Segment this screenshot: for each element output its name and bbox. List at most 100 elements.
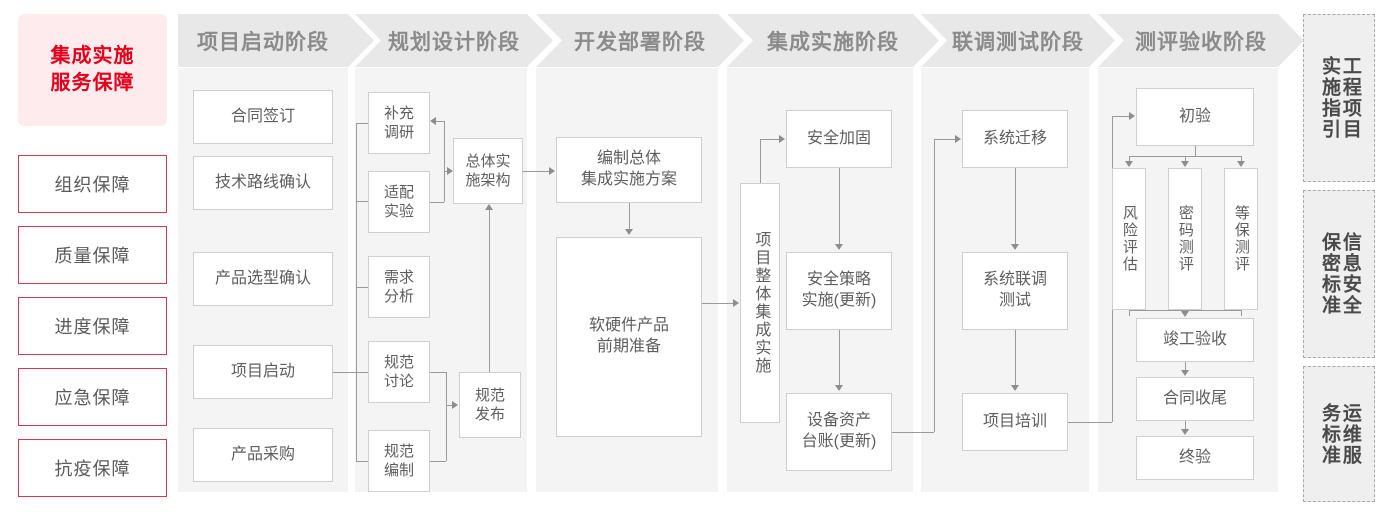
node-completion-acceptance[interactable]: 竣工验收 bbox=[1136, 318, 1254, 362]
node-hw-sw-preparation[interactable]: 软硬件产品 前期准备 bbox=[556, 237, 702, 437]
arrowhead-completion bbox=[1181, 311, 1189, 317]
standard-om-service[interactable]: 运维服务标准 bbox=[1303, 366, 1375, 502]
node-system-joint-test[interactable]: 系统联调 测试 bbox=[962, 252, 1068, 330]
phase-header-label: 规划设计阶段 bbox=[388, 30, 520, 54]
arrowhead-prep bbox=[625, 229, 633, 235]
node-label: 设备资产 台账(更新) bbox=[801, 412, 877, 450]
connector-closeout-to-final bbox=[1185, 421, 1186, 430]
connector-to-initial-acceptance bbox=[1112, 116, 1130, 117]
node-final-acceptance[interactable]: 终验 bbox=[1136, 436, 1254, 480]
node-label: 初验 bbox=[1178, 107, 1211, 125]
connector-risk-down bbox=[1129, 310, 1130, 316]
node-requirement-analysis[interactable]: 需求 分析 bbox=[368, 256, 430, 318]
node-label: 项目整体集成实施 bbox=[752, 231, 770, 375]
node-label: 项目培训 bbox=[982, 412, 1047, 430]
connector-initial-down bbox=[1195, 146, 1196, 156]
phase-header-joint[interactable]: 联调测试阶段 bbox=[921, 14, 1115, 67]
node-label: 安全加固 bbox=[806, 129, 871, 147]
node-adaptation-experiment[interactable]: 适配 实验 bbox=[368, 171, 430, 233]
node-mlps-evaluation[interactable]: 等保测评 bbox=[1224, 168, 1258, 310]
standard-information-security[interactable]: 信息安全保密标准 bbox=[1303, 190, 1375, 358]
node-project-kickoff[interactable]: 项目启动 bbox=[193, 345, 333, 399]
node-label: 规范 发布 bbox=[474, 386, 505, 424]
arrowhead-initial-acceptance bbox=[1129, 112, 1135, 120]
node-asset-ledger-update[interactable]: 设备资产 台账(更新) bbox=[786, 393, 892, 471]
arrowhead-ledger bbox=[835, 385, 843, 391]
connector-to-migration bbox=[934, 139, 956, 140]
node-label: 总体实 施架构 bbox=[465, 152, 511, 190]
sidebar-title-text: 集成实施服务保障 bbox=[50, 45, 135, 94]
node-label: 规范 编制 bbox=[383, 442, 414, 480]
phase-header-integrate[interactable]: 集成实施阶段 bbox=[727, 14, 939, 67]
connector-plan-to-prep bbox=[629, 203, 630, 229]
node-system-migration[interactable]: 系统迁移 bbox=[962, 110, 1068, 168]
phase-header-develop[interactable]: 开发部署阶段 bbox=[536, 14, 744, 67]
node-label: 竣工验收 bbox=[1162, 330, 1227, 348]
sidebar-item-emergency[interactable]: 应急保障 bbox=[18, 368, 167, 426]
node-overall-implementation-architecture[interactable]: 总体实 施架构 bbox=[453, 138, 523, 204]
sidebar-item-schedule[interactable]: 进度保障 bbox=[18, 297, 167, 355]
arrowhead-crypto bbox=[1181, 161, 1189, 167]
node-project-training[interactable]: 项目培训 bbox=[962, 393, 1068, 451]
connector-migration-to-test bbox=[1015, 168, 1016, 244]
node-cryptography-evaluation[interactable]: 密码测评 bbox=[1168, 168, 1202, 310]
standard-engineering-guide[interactable]: 工程项目实施指引 bbox=[1303, 14, 1375, 182]
node-overall-project-integration[interactable]: 项目整体集成实施 bbox=[740, 183, 780, 423]
connector-join-vertical-bottom bbox=[446, 372, 447, 461]
arrowhead-arch-up bbox=[485, 204, 493, 210]
node-security-policy-implementation[interactable]: 安全策略 实施(更新) bbox=[786, 252, 892, 330]
node-risk-assessment[interactable]: 风险评估 bbox=[1112, 168, 1146, 310]
connector-arch-to-plan bbox=[523, 171, 550, 172]
connector-bus-to-spec-draft bbox=[356, 461, 374, 462]
node-label: 风险评估 bbox=[1120, 205, 1138, 273]
connector-ledger-up bbox=[934, 139, 935, 432]
connector-bus-to-spec-discuss bbox=[356, 372, 374, 373]
node-label: 规范 讨论 bbox=[383, 353, 414, 391]
node-initial-acceptance[interactable]: 初验 bbox=[1136, 88, 1254, 146]
node-label: 需求 分析 bbox=[383, 268, 414, 306]
node-security-hardening[interactable]: 安全加固 bbox=[786, 110, 892, 168]
connector-kickoff-out bbox=[333, 372, 356, 373]
node-label: 终验 bbox=[1178, 448, 1211, 466]
node-label: 安全策略 实施(更新) bbox=[801, 271, 877, 309]
sidebar-item-label: 质量保障 bbox=[54, 246, 131, 266]
node-tech-route-confirm[interactable]: 技术路线确认 bbox=[193, 156, 333, 210]
node-spec-release[interactable]: 规范 发布 bbox=[459, 372, 521, 438]
node-label: 软硬件产品 前期准备 bbox=[588, 317, 669, 355]
node-product-selection-confirm[interactable]: 产品选型确认 bbox=[193, 252, 333, 306]
arrowhead-plan bbox=[549, 167, 555, 175]
node-product-procurement[interactable]: 产品采购 bbox=[193, 428, 333, 482]
connector-spec-draft-right bbox=[430, 461, 446, 462]
connector-spec-discuss-right bbox=[430, 372, 446, 373]
arrowhead-training bbox=[1011, 385, 1019, 391]
node-overall-integration-plan[interactable]: 编制总体 集成实施方案 bbox=[556, 137, 702, 203]
phase-header-acceptance[interactable]: 测评验收阶段 bbox=[1098, 14, 1304, 67]
node-spec-discussion[interactable]: 规范 讨论 bbox=[368, 341, 430, 403]
node-spec-drafting[interactable]: 规范 编制 bbox=[368, 430, 430, 492]
connector-integration-up bbox=[760, 139, 761, 184]
arrowhead-mlps bbox=[1237, 161, 1245, 167]
sidebar-item-label: 抗疫保障 bbox=[54, 459, 131, 479]
connector-ledger-right bbox=[892, 432, 934, 433]
arrowhead-risk bbox=[1125, 161, 1133, 167]
node-label: 产品选型确认 bbox=[214, 269, 311, 287]
connector-join-to-arch bbox=[444, 171, 448, 172]
node-label: 项目启动 bbox=[230, 362, 295, 380]
node-contract-closeout[interactable]: 合同收尾 bbox=[1136, 377, 1254, 421]
connector-hardening-to-policy bbox=[839, 168, 840, 244]
connector-test-to-training bbox=[1015, 330, 1016, 385]
phase-header-startup[interactable]: 项目启动阶段 bbox=[178, 14, 374, 67]
sidebar-item-label: 进度保障 bbox=[54, 317, 131, 337]
sidebar-item-organization[interactable]: 组织保障 bbox=[18, 155, 167, 213]
node-supplementary-research[interactable]: 补充 调研 bbox=[368, 92, 430, 154]
phase-header-planning[interactable]: 规划设计阶段 bbox=[355, 14, 553, 67]
connector-join-vertical-top bbox=[444, 121, 445, 202]
connector-fanout-left bbox=[1129, 156, 1130, 162]
sidebar-item-epidemic[interactable]: 抗疫保障 bbox=[18, 439, 167, 497]
connector-completion-to-closeout bbox=[1185, 362, 1186, 371]
node-contract-signing[interactable]: 合同签订 bbox=[193, 90, 333, 144]
connector-bus-to-requirement bbox=[356, 287, 374, 288]
arrowhead-closeout bbox=[1181, 370, 1189, 376]
sidebar-item-quality[interactable]: 质量保障 bbox=[18, 226, 167, 284]
